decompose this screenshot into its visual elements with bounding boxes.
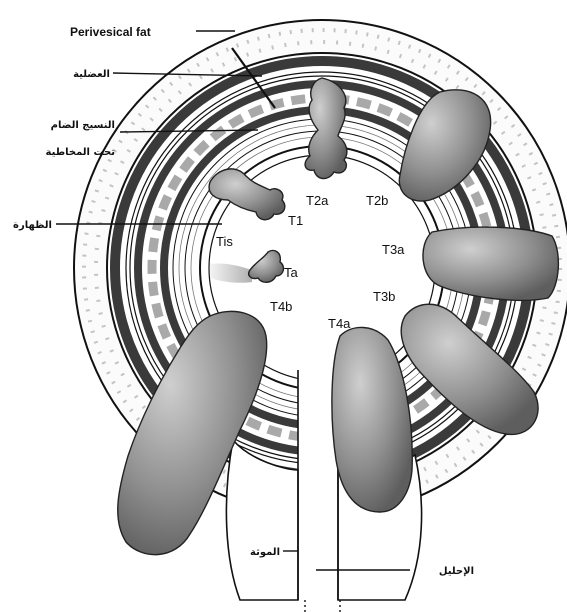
label-urethra: الإحليل	[439, 566, 474, 577]
label-t2a: T2a	[306, 193, 329, 208]
label-lamina-propria-line1: النسيج الضام	[51, 120, 115, 131]
label-t3b: T3b	[373, 289, 395, 304]
label-lamina-propria-line2: تحت المخاطية	[46, 147, 116, 158]
label-t1: T1	[288, 213, 303, 228]
label-muscle: العضلية	[73, 69, 110, 80]
label-perivesical-fat: Perivesical fat	[70, 25, 151, 39]
label-urothelium: الظهارة	[13, 220, 52, 231]
label-t3a: T3a	[382, 242, 405, 257]
label-t4b: T4b	[270, 299, 292, 314]
label-ta: Ta	[284, 265, 299, 280]
label-prostate: الموثة	[250, 547, 280, 558]
label-t2b: T2b	[366, 193, 388, 208]
label-tis: Tis	[216, 234, 233, 249]
label-t4a: T4a	[328, 316, 351, 331]
